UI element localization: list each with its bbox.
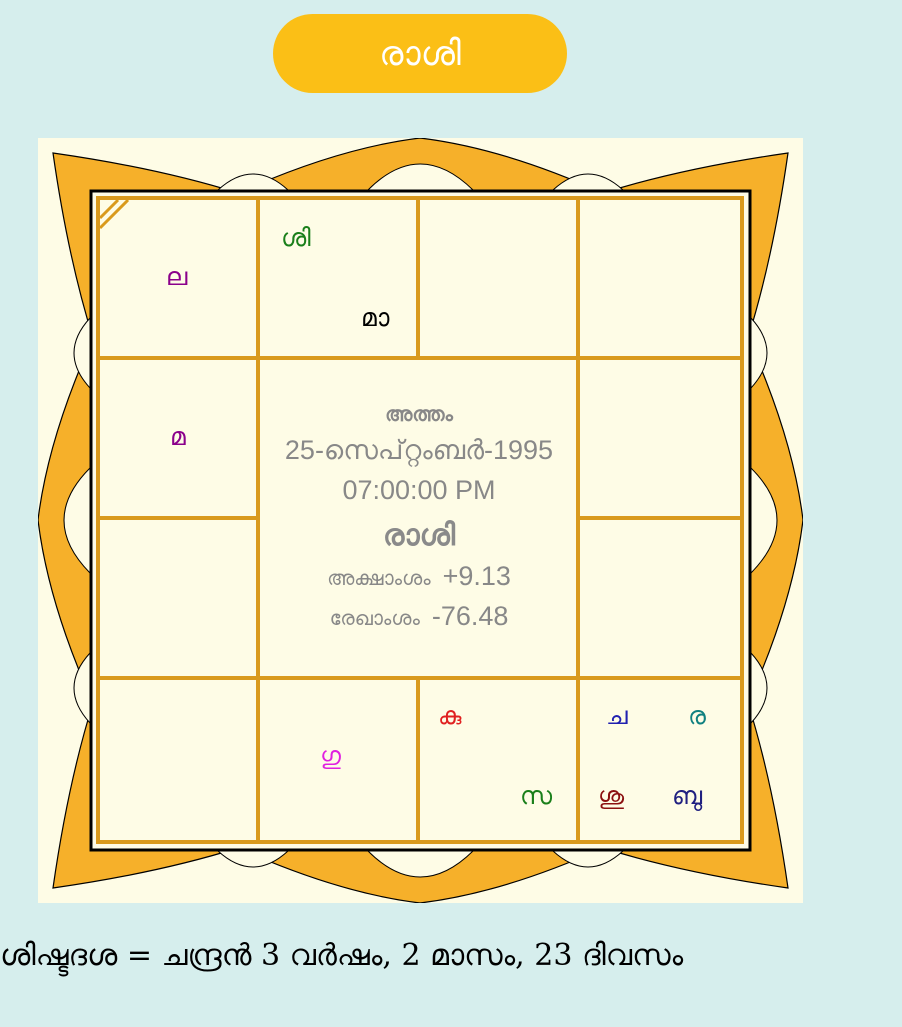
balance-dasa-text: ശിഷ്ടദശ = ചന്ദ്രൻ 3 വർഷം, 2 മാസം, 23 ദിവ… [0,920,902,990]
dasa-line: ശിഷ്ടദശ = ചന്ദ്രൻ 3 വർഷം, 2 മാസം, 23 ദിവ… [0,937,684,973]
chart-name: രാശി [382,517,456,553]
planet-chandra: ച [606,701,628,730]
planet-mandi: മാ [361,303,390,332]
planet-lagna: ല [166,262,188,291]
chart-frame-ornament [38,138,803,903]
planet-kuja: കു [438,701,462,730]
birth-date: 25-സെപ്റ്റംബർ-1995 [284,434,554,465]
planet-ravi: ര [688,701,706,730]
birth-time: 07:00:00 PM [342,474,496,505]
planet-shani: ശി [281,223,311,252]
rasi-chart: ല ശി മാ മ ഗു കു സ ച ര ശു ബു അത്തം 25-സെപ… [38,138,803,903]
latitude-label: അക്ഷാംശം [327,565,431,590]
planet-guru: ഗു [320,741,341,770]
rasi-tab-button[interactable]: രാശി [273,14,567,93]
longitude-value: -76.48 [431,600,509,631]
longitude-label: രേഖാംശം [329,605,420,630]
planet-shukra: ശു [598,781,625,810]
latitude-row: അക്ഷാംശം +9.13 [327,557,511,597]
nakshatra-label: അത്തം [385,401,453,426]
longitude-row: രേഖാംശം -76.48 [330,597,509,637]
planet-saturn: സ [520,781,553,810]
chart-center-info: അത്തം 25-സെപ്റ്റംബർ-1995 07:00:00 PM രാശ… [260,360,578,678]
latitude-value: +9.13 [442,560,511,591]
planet-moon-aquarius: മ [170,422,186,451]
planet-budha: ബു [672,781,703,810]
